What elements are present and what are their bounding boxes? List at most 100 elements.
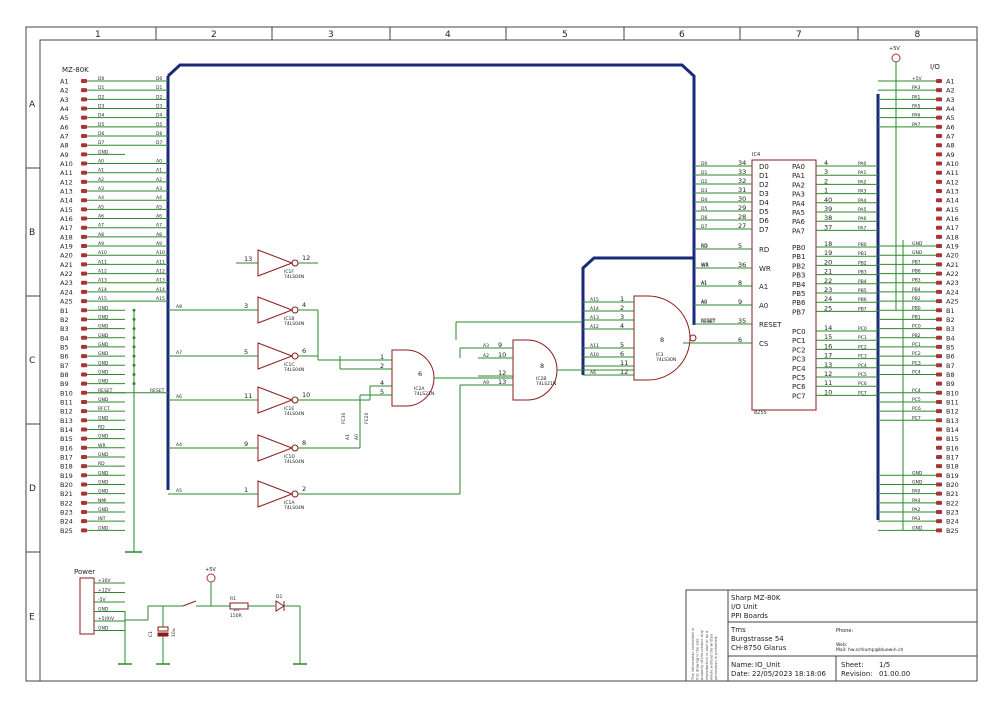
- tb-note-line: The information contained in: [691, 628, 695, 681]
- bus-label: A12: [590, 324, 599, 330]
- io-signal-label: PB3: [912, 278, 921, 284]
- bus-label: RESET: [150, 388, 165, 394]
- pin-pad: [936, 134, 942, 139]
- ic4-pin-label: D2: [759, 181, 769, 189]
- pin-pad: [81, 170, 87, 175]
- io-signal-label: PC5: [912, 397, 921, 403]
- pin-pad: [936, 97, 942, 102]
- pin-number: B3: [946, 325, 955, 333]
- pin-pad: [936, 381, 942, 386]
- bus-label: A8: [176, 304, 182, 310]
- io-signal-label: PC2: [912, 351, 921, 357]
- ic4-pin-number: 9: [738, 298, 742, 306]
- pin-pad: [936, 216, 942, 221]
- pin-number: A6: [946, 123, 955, 131]
- pin-number: B22: [946, 499, 959, 507]
- pin-pad: [936, 372, 942, 377]
- pin-number: A15: [946, 206, 959, 214]
- ic4-pin-label: PC1: [792, 337, 806, 345]
- bus-label: A1: [156, 168, 162, 174]
- pin-number: 3: [620, 313, 624, 321]
- mz-signal-label: D6: [98, 131, 104, 137]
- bus-label: A14: [590, 306, 599, 312]
- bus-label: D5: [701, 206, 707, 212]
- pin-number: A1: [60, 78, 69, 86]
- pin-pad: [81, 473, 87, 478]
- ic4-pin-label: PB6: [792, 299, 806, 307]
- mz-signal-label: A1: [98, 168, 104, 174]
- pin-pad: [81, 344, 87, 349]
- ic4-pin-number: 2: [824, 177, 828, 185]
- resistor-name: R1: [230, 596, 236, 602]
- bus-label: RESET: [701, 318, 716, 324]
- mz-signal-label: GND: [98, 379, 109, 385]
- column-label: 2: [211, 30, 217, 40]
- pin-pad: [936, 225, 942, 230]
- pin-pad: [81, 299, 87, 304]
- tb-author: Tms: [730, 626, 746, 634]
- pin-pad: [936, 473, 942, 478]
- pin-number: B22: [60, 499, 73, 507]
- pin-number: B7: [946, 362, 955, 370]
- ic4-pin-number: 40: [824, 196, 832, 204]
- bus-label: A2: [483, 353, 489, 359]
- pin-pad: [81, 372, 87, 377]
- mz-signal-label: GND: [98, 369, 109, 375]
- pin-pad: [936, 509, 942, 514]
- gate-part: 74LS30N: [656, 357, 676, 363]
- ic4-pin-number: 20: [824, 258, 832, 266]
- ic4-pin-number: 39: [824, 205, 832, 213]
- tb-project: Sharp MZ-80K: [731, 594, 781, 602]
- ic4-pin-number: 28: [738, 213, 746, 221]
- ic4-pin-label: PA2: [792, 181, 805, 189]
- ic4-pin-number: 31: [738, 186, 746, 194]
- bus-label: D2: [156, 94, 162, 100]
- io-signal-label: PB2: [912, 296, 921, 302]
- mz-signal-label: GND: [98, 479, 109, 485]
- ic4-pin-number: 6: [738, 336, 742, 344]
- bus-label: A5: [176, 488, 182, 494]
- mz-signal-label: D1: [98, 85, 104, 91]
- row-label: B: [29, 228, 35, 238]
- pin-number: A20: [946, 252, 959, 260]
- pin-pad: [936, 363, 942, 368]
- ic4-pin-number: 36: [738, 261, 746, 269]
- pin-pad: [81, 308, 87, 313]
- ic4-pin-number: 24: [824, 295, 832, 303]
- io-signal-label: PA7: [912, 122, 921, 128]
- pin-pad: [81, 519, 87, 524]
- mz-signal-label: GND: [98, 305, 109, 311]
- pin-pad: [81, 280, 87, 285]
- io-signal-label: PA1: [912, 94, 921, 100]
- mz-signal-label: GND: [98, 489, 109, 495]
- io-signal-label: PC7: [912, 415, 921, 421]
- pin-number: 6: [620, 350, 624, 358]
- bus-label: A10: [590, 352, 599, 358]
- pin-number: A5: [946, 114, 955, 122]
- ic4-pin-number: 11: [824, 379, 832, 387]
- pin-number: B17: [946, 453, 959, 461]
- bus-label: A3: [156, 186, 162, 192]
- pin-pad: [936, 280, 942, 285]
- pin-number: A20: [60, 252, 73, 260]
- pin-number: A9: [60, 151, 69, 159]
- io-signal-label: PA0: [912, 489, 921, 495]
- tb-note-line: whole without the written: [709, 634, 713, 680]
- tb-rev-label: Revision:: [841, 670, 873, 678]
- mz-signal-label: D7: [98, 140, 104, 146]
- inner-frame: [39, 39, 978, 682]
- data-bus: [166, 63, 880, 520]
- pin-pad: [81, 399, 87, 404]
- bus-label: PC2: [858, 344, 867, 350]
- pin-number: 1: [620, 295, 624, 303]
- power-signal-label: +5(9)V: [98, 616, 115, 622]
- pin-number: B9: [946, 380, 955, 388]
- ic4-pin-label: D3: [759, 190, 769, 198]
- ic4-pin-label: CS: [759, 340, 769, 348]
- pin-number: A10: [946, 160, 959, 168]
- pin-pad: [936, 299, 942, 304]
- pin-pad: [936, 354, 942, 359]
- pin-number: A24: [60, 288, 73, 296]
- pin-number: A22: [60, 270, 73, 278]
